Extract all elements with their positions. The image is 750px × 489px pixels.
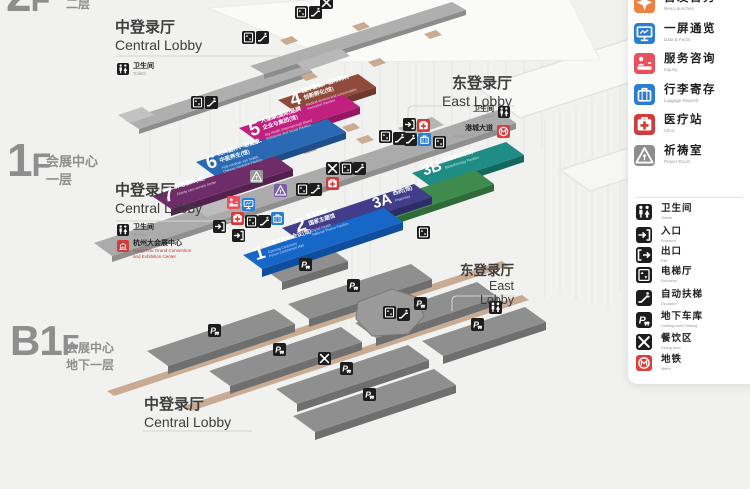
floor-2f-walkways bbox=[118, 2, 466, 134]
hall-6-slab bbox=[196, 119, 346, 176]
svg-text:P: P bbox=[639, 315, 647, 327]
hall-3a-side bbox=[384, 184, 494, 228]
floor-label-1f: 1F bbox=[7, 134, 51, 186]
hall-5-slab bbox=[239, 94, 360, 141]
hall-7-slab bbox=[152, 156, 293, 209]
toilets-icon bbox=[117, 63, 129, 75]
toilets-icon bbox=[117, 224, 129, 236]
luggage-icon bbox=[634, 84, 655, 105]
elevator-icon bbox=[636, 267, 652, 283]
data-facts-icon bbox=[634, 23, 655, 44]
lobby-label-central-b1: 中登录厅 Central Lobby bbox=[144, 396, 232, 430]
floor-label-2f-side: 二层 bbox=[66, 0, 91, 11]
toilets-icon bbox=[636, 204, 652, 220]
parking-icon: P bbox=[636, 312, 652, 328]
clinic-icon bbox=[634, 114, 655, 135]
exit-icon bbox=[636, 247, 652, 263]
hall-1-side bbox=[262, 222, 403, 277]
lobby-label-central-1f: 中登录厅 Central Lobby bbox=[115, 182, 203, 216]
new-launches-icon bbox=[634, 0, 655, 13]
floor-1f-halls bbox=[152, 74, 524, 277]
hall-2-slab bbox=[282, 184, 432, 241]
toilets-icon bbox=[498, 106, 510, 118]
legend-item-new-launches: 首发首秀New Launches bbox=[634, 0, 716, 13]
dining-icon bbox=[636, 334, 652, 350]
lobby-label-east-b1: 东登录厅 East Lobby bbox=[460, 263, 514, 307]
floor-label-b1: B1F bbox=[10, 317, 79, 364]
hall-1-slab bbox=[243, 208, 403, 269]
hall-3b-slab bbox=[412, 142, 524, 186]
convention-center-icon bbox=[117, 240, 129, 252]
floor-label-1f-side: 会展中心 一层 bbox=[46, 154, 99, 188]
prayer-room-icon bbox=[634, 145, 655, 166]
legend-divider bbox=[636, 197, 742, 198]
toilets-icon bbox=[489, 301, 502, 314]
hall-4-slab bbox=[278, 74, 376, 113]
escalator-icon bbox=[636, 290, 652, 306]
entrance-icon bbox=[636, 227, 652, 243]
metro-icon bbox=[636, 355, 652, 371]
inquiry-icon bbox=[634, 53, 655, 74]
lobby-label-central-2f: 中登录厅 Central Lobby bbox=[115, 19, 203, 53]
metro-icon bbox=[497, 125, 510, 138]
floor-label-b1-side: 会展中心 地下一层 bbox=[66, 341, 115, 372]
lobby-label-east-1f: 东登录厅 East Lobby bbox=[441, 75, 512, 109]
floor-label-2f: 2F bbox=[6, 0, 50, 18]
